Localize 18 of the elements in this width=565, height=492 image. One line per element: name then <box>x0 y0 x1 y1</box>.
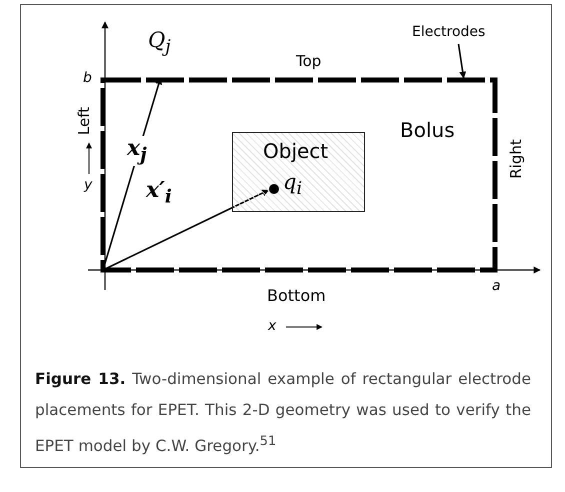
region-label: Bolus <box>400 118 455 142</box>
edge-label: x$_{j}$ <box>127 136 147 166</box>
axis-label: a <box>492 278 501 294</box>
electrode-bordered-region <box>103 80 495 270</box>
electrodes-label: Electrodes <box>412 24 486 40</box>
point-label: Q$_{j}$ <box>148 28 171 58</box>
charge-label: q$_{i}$ <box>283 170 302 200</box>
figure-caption: Figure 13. Two-dimensional example of rectangular electrode placements for EPET. This 2-D geometry was used to verify the EPET model by C.W. Gregory.$^{51}$ <box>35 369 531 458</box>
axis-label: x <box>268 318 276 334</box>
object-label: Object <box>263 139 328 163</box>
axis-label: y <box>84 177 92 193</box>
side-label: Left <box>75 106 94 136</box>
side-label: Bottom <box>267 286 326 305</box>
object-box <box>232 132 365 212</box>
axis-label: b <box>83 70 92 86</box>
side-label: Right <box>506 139 525 179</box>
side-label: Top <box>296 52 322 70</box>
leader-arrow <box>458 44 466 79</box>
